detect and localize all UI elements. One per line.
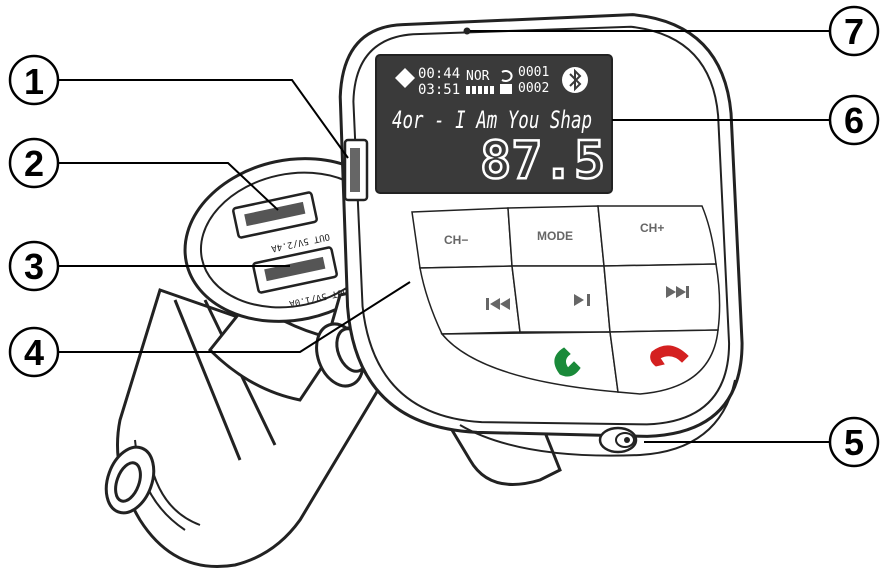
callout-4-number: 4 [24, 332, 44, 373]
callout-5: 5 [828, 416, 880, 468]
lcd-track-total: 0002 [518, 81, 549, 96]
lcd-total-time: 03:51 [418, 82, 460, 98]
lcd-signal-bars [466, 86, 494, 94]
callout-3-number: 3 [24, 246, 44, 287]
callout-7-number: 7 [844, 11, 864, 52]
callout-1: 1 [8, 54, 60, 106]
previous-track-icon [486, 298, 510, 310]
usb-port-1[interactable] [232, 191, 318, 239]
lcd-eq-mode: NOR [466, 69, 490, 84]
callout-line-4 [58, 281, 411, 353]
lcd-frequency: 87.5 [480, 131, 605, 191]
ch-minus-label: CH− [444, 233, 468, 247]
repeat-icon [501, 70, 513, 82]
bluetooth-icon [562, 67, 588, 93]
lcd-elapsed-time: 00:44 [418, 66, 460, 82]
callout-6-number: 6 [844, 100, 864, 141]
ch-plus-button[interactable] [597, 205, 717, 267]
callout-7: 7 [828, 5, 880, 57]
hang-up-icon [650, 345, 689, 367]
aux-jack[interactable] [598, 426, 638, 454]
folder-icon [500, 84, 512, 94]
hang-up-button[interactable] [609, 329, 719, 395]
callout-2-number: 2 [24, 143, 44, 184]
callout-4: 4 [8, 326, 60, 378]
button-grid [411, 205, 721, 395]
callout-1-number: 1 [24, 61, 44, 102]
callout-line-1 [58, 79, 349, 159]
next-track-button[interactable] [603, 263, 721, 333]
callout-line-2 [58, 162, 279, 211]
callout-lines [58, 30, 830, 443]
microphone-hole [463, 27, 471, 35]
play-pause-button[interactable] [511, 265, 611, 333]
play-pause-icon [574, 294, 590, 306]
callout-5-number: 5 [844, 422, 864, 463]
lcd-screen: 00:44 03:51 NOR 0001 0002 4or - I Am You… [375, 54, 613, 194]
next-track-icon [666, 286, 689, 298]
ch-plus-label: CH+ [640, 221, 664, 235]
lcd-track-number: 0001 [518, 65, 549, 80]
callout-2: 2 [8, 137, 60, 189]
lcd-song-title: 4or - I Am You Shap [392, 106, 592, 134]
callout-3: 3 [8, 240, 60, 292]
usb-port-2[interactable] [252, 246, 338, 294]
callout-6: 6 [828, 94, 880, 146]
answer-call-icon [554, 347, 581, 377]
mode-label: MODE [537, 229, 573, 243]
side-usb-port[interactable] [343, 138, 369, 202]
disc-icon [395, 68, 415, 88]
